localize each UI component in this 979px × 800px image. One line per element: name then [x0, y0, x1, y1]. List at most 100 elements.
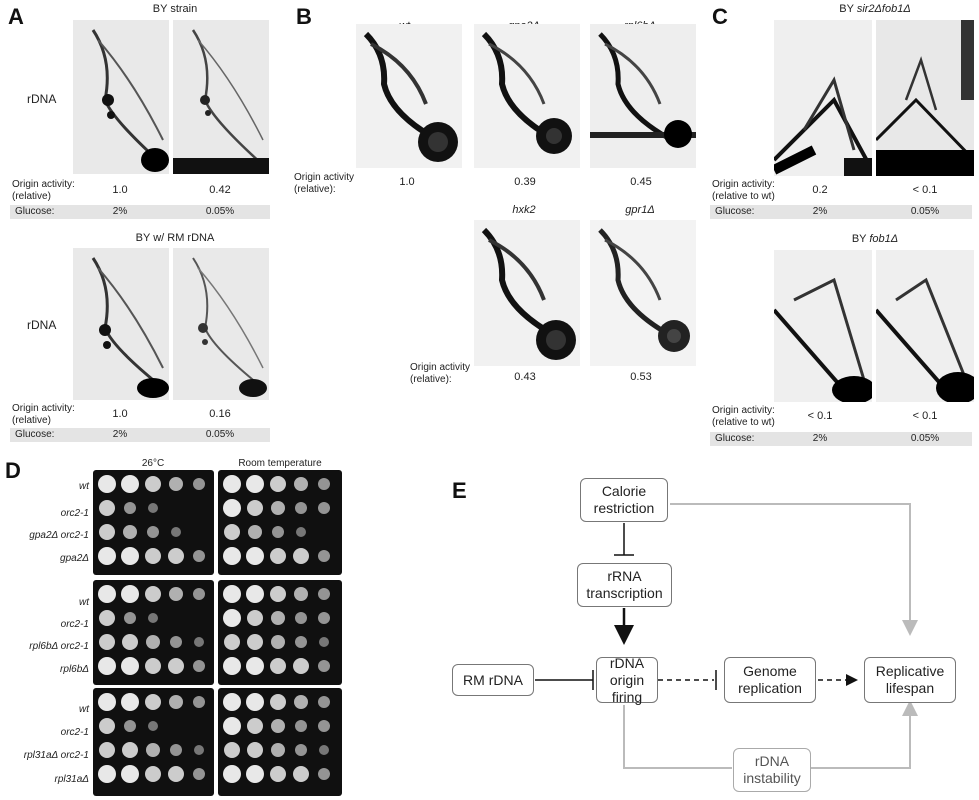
glucose-value-1: 2% — [812, 433, 828, 444]
yeast-spot — [295, 744, 307, 756]
yeast-spot — [98, 475, 116, 493]
yeast-spot — [99, 500, 115, 516]
yeast-spot — [145, 658, 161, 674]
yeast-spot — [98, 547, 116, 565]
panel-a-top-value-1: 1.0 — [112, 184, 128, 196]
yeast-spot — [98, 585, 116, 603]
yeast-spot — [318, 588, 330, 600]
yeast-spot — [193, 696, 205, 708]
panel-c-top-value-1: 0.2 — [812, 184, 828, 196]
agar-plate — [93, 688, 214, 796]
yeast-spot — [171, 527, 181, 537]
panel-b-title-hxk2: hxk2 — [512, 204, 536, 216]
yeast-spot — [318, 550, 330, 562]
gel-c-bottom-1 — [774, 250, 872, 402]
yeast-spot — [272, 526, 284, 538]
strain-label: rpl31aΔ — [54, 774, 89, 785]
panel-b-title-gpr1: gpr1Δ — [625, 204, 655, 216]
yeast-spot — [223, 609, 241, 627]
yeast-spot — [122, 742, 138, 758]
yeast-spot — [168, 548, 184, 564]
gel-c-top-1 — [774, 20, 872, 176]
yeast-spot — [271, 501, 285, 515]
yeast-spot — [148, 613, 158, 623]
yeast-spot — [124, 502, 136, 514]
gel-a-bottom-2 — [173, 248, 269, 400]
yeast-spot — [246, 693, 264, 711]
panel-c-top-value-2: < 0.1 — [912, 184, 938, 196]
yeast-spot — [295, 636, 307, 648]
yeast-spot — [98, 693, 116, 711]
yeast-spot — [168, 658, 184, 674]
yeast-spot — [169, 695, 183, 709]
yeast-spot — [294, 695, 308, 709]
panel-a-top-value-2: 0.42 — [209, 184, 231, 196]
glucose-label: Glucose: — [715, 206, 755, 217]
yeast-spot — [193, 660, 205, 672]
yeast-spot — [168, 766, 184, 782]
yeast-spot — [293, 766, 309, 782]
yeast-spot — [270, 586, 286, 602]
strain-label: orc2-1 — [60, 508, 89, 519]
panel-label-d: D — [5, 458, 21, 483]
yeast-spot — [148, 503, 158, 513]
yeast-spot — [247, 610, 263, 626]
panel-c-top-glucose-row: Glucose: 2% 0.05% — [710, 205, 972, 219]
yeast-spot — [270, 548, 286, 564]
yeast-spot — [124, 612, 136, 624]
yeast-spot — [318, 696, 330, 708]
yeast-spot — [121, 585, 139, 603]
yeast-spot — [271, 743, 285, 757]
panel-a-bottom-value-2: 0.16 — [209, 408, 231, 420]
yeast-spot — [99, 742, 115, 758]
yeast-spot — [270, 766, 286, 782]
yeast-spot — [224, 634, 240, 650]
yeast-spot — [169, 477, 183, 491]
yeast-spot — [293, 548, 309, 564]
panel-b-value-wt: 1.0 — [399, 176, 415, 188]
panel-b-bottom-activity-label: Origin activity(relative): — [410, 362, 471, 385]
glucose-label: Glucose: — [15, 206, 55, 217]
yeast-spot — [148, 721, 158, 731]
strain-label: rpl6bΔ — [60, 664, 89, 675]
yeast-spot — [248, 525, 262, 539]
yeast-spot — [147, 526, 159, 538]
gel-c-bottom-2 — [876, 250, 974, 402]
panel-a-top-glucose-row: Glucose: 2% 0.05% — [10, 205, 270, 219]
glucose-value-2: 0.05% — [205, 429, 235, 440]
yeast-spot — [121, 475, 139, 493]
yeast-spot — [223, 717, 241, 735]
yeast-spot — [145, 694, 161, 710]
panel-d-header-26c: 26°C — [141, 458, 165, 469]
gel-b-hxk2 — [474, 220, 580, 366]
panel-c-bottom-activity-label: Origin activity:(relative to wt) — [712, 405, 775, 428]
gel-b-gpr1 — [590, 220, 696, 366]
panel-b-value-gpr1: 0.53 — [630, 371, 652, 383]
yeast-spot — [247, 742, 263, 758]
yeast-spot — [246, 585, 264, 603]
yeast-spot — [98, 657, 116, 675]
glucose-value-1: 2% — [112, 206, 128, 217]
agar-plate — [93, 470, 214, 575]
yeast-spot — [223, 475, 241, 493]
strain-label: wt — [79, 597, 89, 608]
panel-b-value-gpa2: 0.39 — [514, 176, 536, 188]
strain-label: rpl6bΔ orc2-1 — [29, 641, 89, 652]
panel-c-bottom-value-1: < 0.1 — [807, 410, 833, 422]
agar-plate — [218, 688, 342, 796]
glucose-value-1: 2% — [112, 429, 128, 440]
yeast-spot — [146, 635, 160, 649]
yeast-spot — [223, 765, 241, 783]
panel-a-top-activity-label: Origin activity:(relative) — [12, 179, 75, 202]
gel-b-wt — [356, 24, 462, 168]
yeast-spot — [271, 635, 285, 649]
yeast-spot — [319, 637, 329, 647]
yeast-spot — [294, 477, 308, 491]
yeast-spot — [145, 766, 161, 782]
yeast-spot — [121, 657, 139, 675]
yeast-spot — [247, 634, 263, 650]
panel-a-bottom-title: BY w/ RM rDNA — [135, 232, 215, 244]
